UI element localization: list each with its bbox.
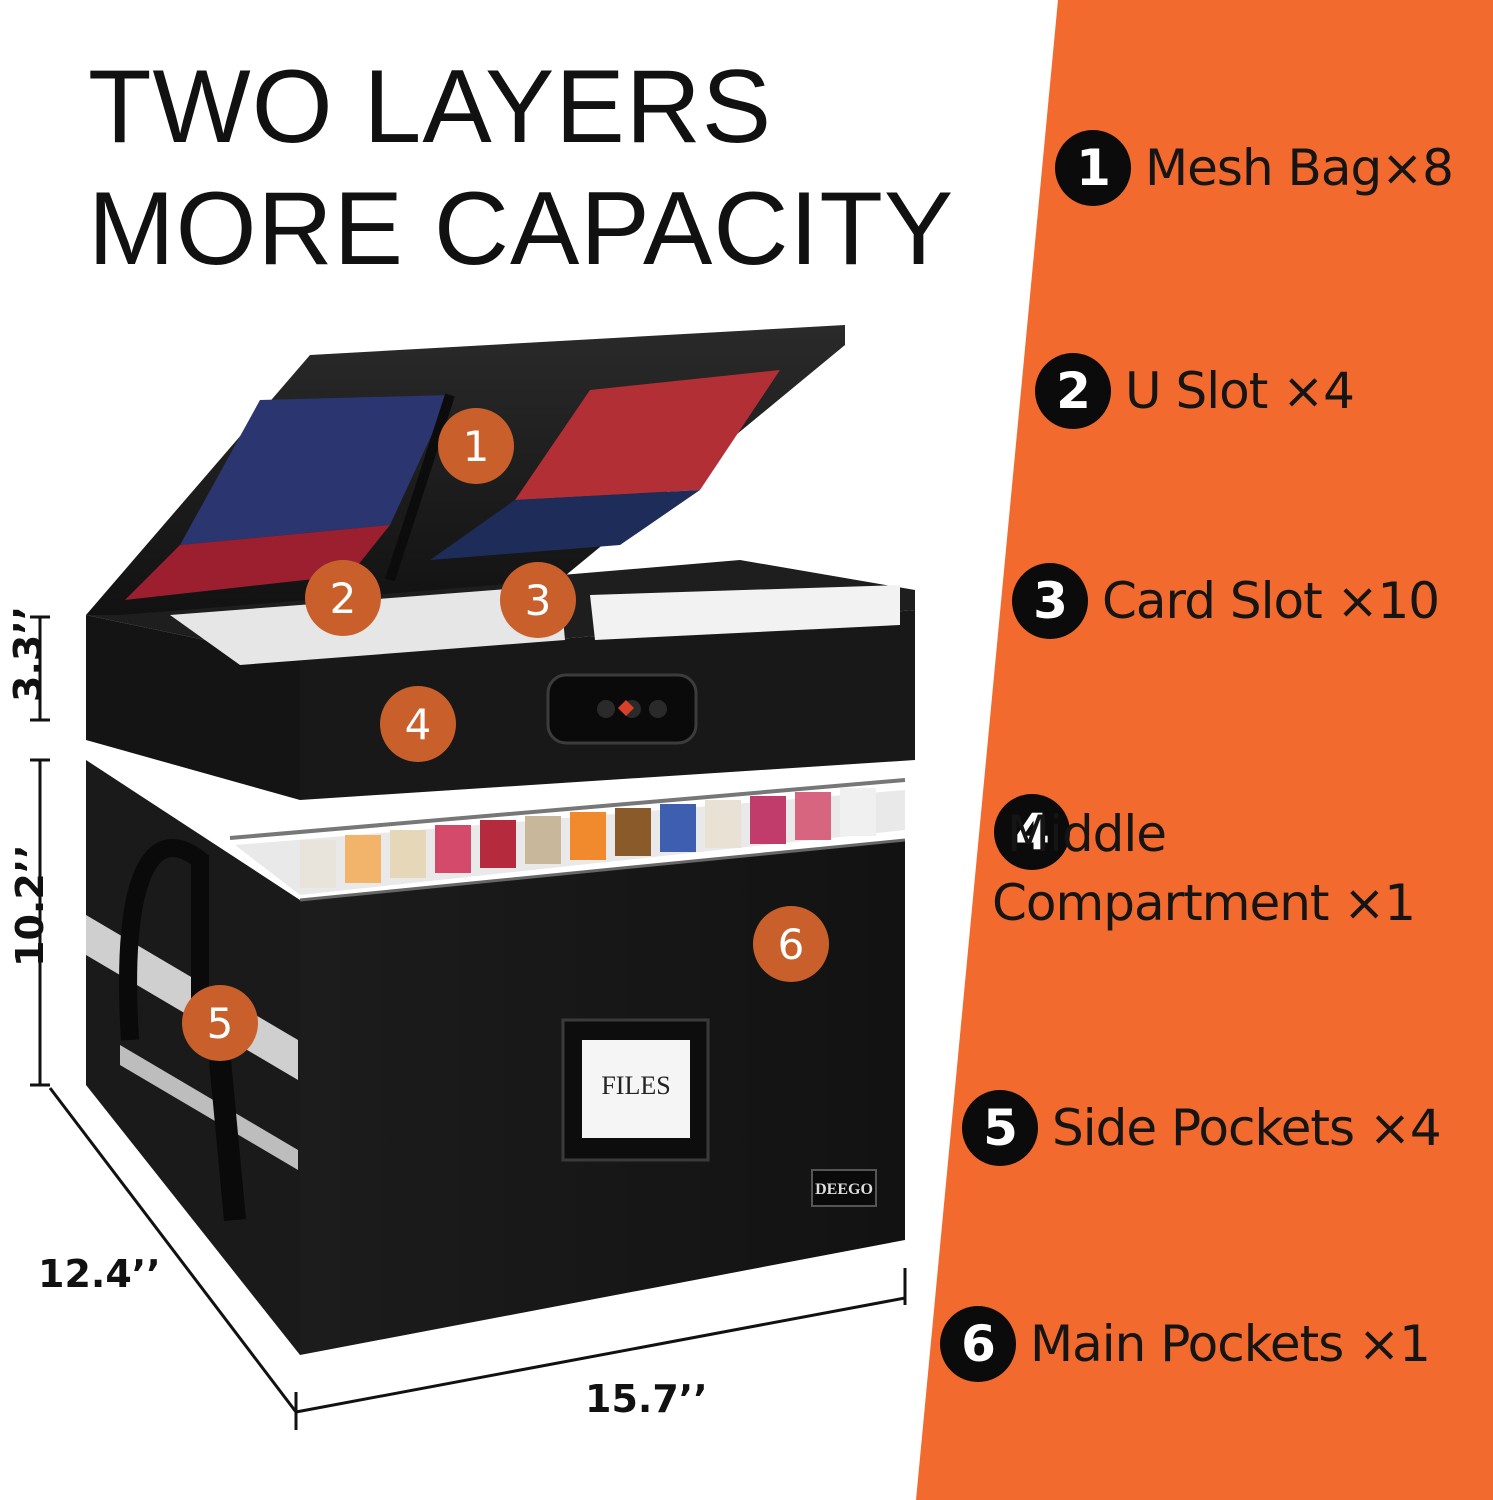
feature-item-6: 6 Main Pockets ×1 xyxy=(940,1306,1431,1382)
feature-number-badge: 2 xyxy=(1035,353,1111,429)
mesh-divider xyxy=(385,393,455,582)
mesh-pocket xyxy=(125,525,390,600)
markers: 1 2 3 4 5 6 xyxy=(182,408,829,1061)
marker-4-badge xyxy=(380,686,456,762)
files-label-card xyxy=(582,1040,690,1138)
tsa-diamond xyxy=(618,700,634,716)
marker-6-badge xyxy=(753,906,829,982)
marker-3-badge xyxy=(500,562,576,638)
dimension-width: 15.7’’ xyxy=(585,1377,708,1421)
feature-item-2: 2 U Slot ×4 xyxy=(1035,353,1355,429)
marker-3-label: 3 xyxy=(525,576,552,625)
feature-number-badge: 1 xyxy=(1055,130,1131,206)
dimension-height-top: 3.3’’ xyxy=(6,605,50,702)
marker-1-badge xyxy=(438,408,514,484)
headline-line-1: TWO LAYERS xyxy=(88,49,773,165)
brand-tag xyxy=(811,1169,877,1207)
marker-1-label: 1 xyxy=(463,422,490,471)
marker-4-label: 4 xyxy=(405,700,432,749)
marker-5-label: 5 xyxy=(207,999,234,1048)
feature-text: U Slot ×4 xyxy=(1125,362,1355,420)
zipper xyxy=(229,778,906,840)
feature-text: Side Pockets ×4 xyxy=(1052,1099,1442,1157)
dimension-height-bottom: 10.2’’ xyxy=(8,844,52,967)
files-label-text: FILES xyxy=(601,1071,670,1100)
marker-5-badge xyxy=(182,985,258,1061)
orange-side-panel xyxy=(916,0,1493,1500)
feature-number-badge: 6 xyxy=(940,1306,1016,1382)
marker-2-label: 2 xyxy=(330,574,357,623)
feature-number-badge: 4 xyxy=(994,794,1070,870)
feature-text: Middle Compartment ×1 xyxy=(992,805,1416,932)
dimension-depth: 12.4’’ xyxy=(38,1252,161,1296)
feature-text: Main Pockets ×1 xyxy=(1030,1315,1431,1373)
side-handle xyxy=(119,839,209,1041)
feature-number-badge: 3 xyxy=(1012,563,1088,639)
dimension-lines xyxy=(30,615,907,1430)
zipper xyxy=(299,838,906,902)
mesh-pocket xyxy=(430,490,700,560)
reflective-strip xyxy=(120,1045,298,1170)
documents xyxy=(590,585,900,640)
brand-tag-text: DEEGO xyxy=(815,1181,873,1198)
strap xyxy=(209,1058,246,1222)
lock-dial xyxy=(597,700,615,718)
marker-6-label: 6 xyxy=(778,920,805,969)
feature-item-4: 4 Middle Compartment ×1 xyxy=(992,794,1416,938)
feature-item-5: 5 Side Pockets ×4 xyxy=(962,1090,1442,1166)
feature-text: Mesh Bag×8 xyxy=(1145,139,1454,197)
headline-line-2: MORE CAPACITY xyxy=(88,171,955,287)
middle-compartment xyxy=(86,560,915,800)
feature-number-badge: 5 xyxy=(962,1090,1038,1166)
mesh-pocket xyxy=(180,395,450,545)
folder-tabs xyxy=(300,788,876,888)
feature-text: Card Slot ×10 xyxy=(1102,572,1440,630)
feature-item-3: 3 Card Slot ×10 xyxy=(1012,563,1440,639)
feature-item-1: 1 Mesh Bag×8 xyxy=(1055,130,1454,206)
marker-2-badge xyxy=(305,560,381,636)
lock-dial xyxy=(649,700,667,718)
mesh-pocket xyxy=(515,370,780,500)
